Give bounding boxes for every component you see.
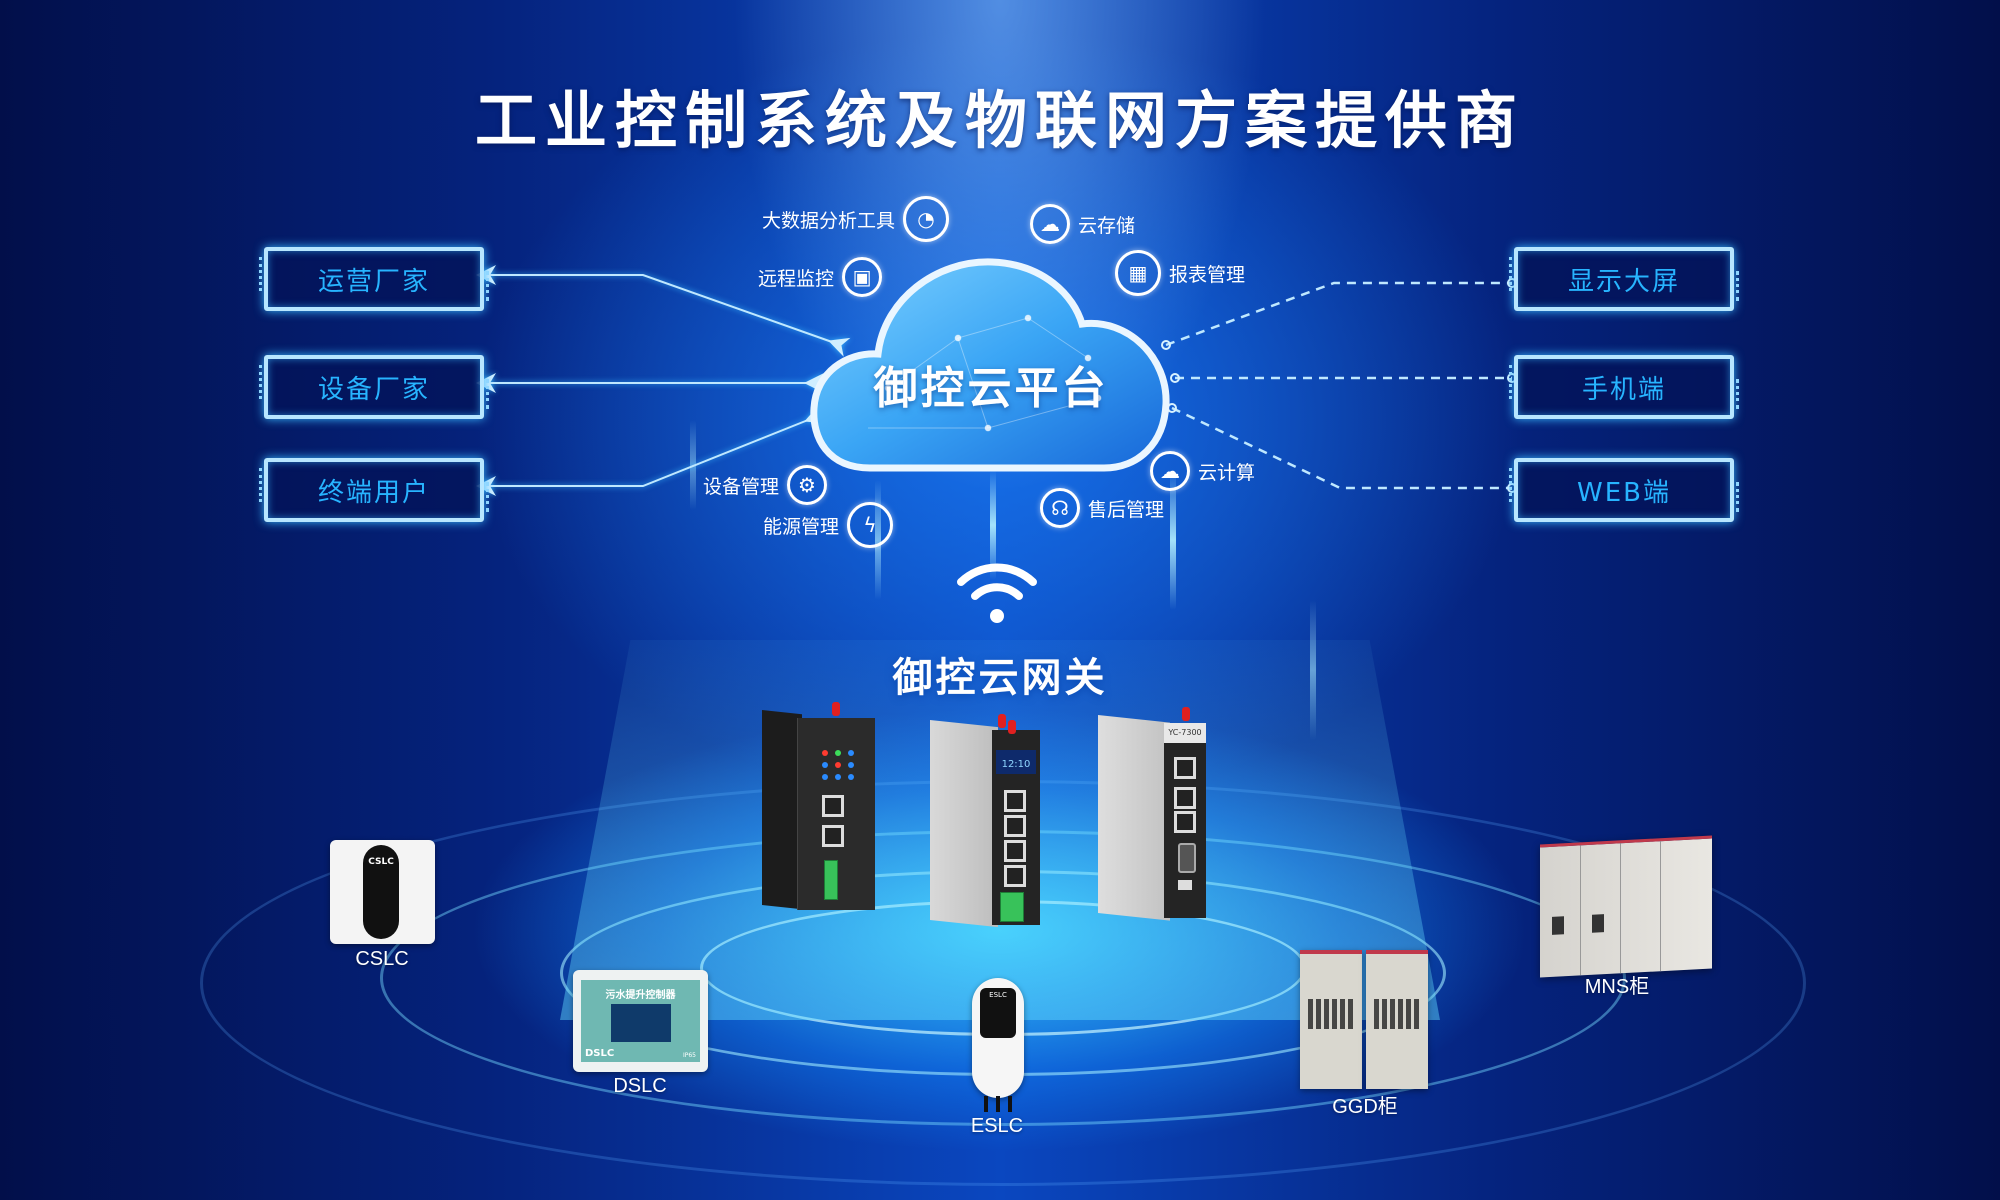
feature-label: 云存储: [1078, 214, 1136, 237]
feature-label: 大数据分析工具: [762, 209, 896, 232]
gateway-title: 御控云网关: [892, 655, 1108, 701]
cloud-upload-icon: ☁: [1030, 204, 1070, 244]
monitor-icon: ▣: [842, 257, 883, 297]
feature-label: 报表管理: [1169, 263, 1246, 286]
display-clock: 12:10: [996, 750, 1036, 774]
device-label-dslc: DSLC: [613, 1075, 667, 1097]
feature-report-management: 报表管理 ▦: [1115, 250, 1245, 296]
device-screen-text: CSLC: [363, 845, 399, 939]
feature-cloud-computing: 云计算 ☁: [1150, 451, 1255, 491]
cloud-platform-icon[interactable]: [808, 248, 1174, 476]
node-web[interactable]: WEB端: [1509, 458, 1739, 522]
headset-support-icon: ☊: [1040, 488, 1080, 528]
device-screen-text: 污水提升控制器: [605, 990, 676, 1001]
feature-cloud-storage: 云存储 ☁: [1030, 204, 1135, 244]
device-screen-text: ESLC: [980, 988, 1016, 1038]
node-operator[interactable]: 运营厂家: [259, 247, 489, 311]
gateway-device-yc7300[interactable]: YC-7300: [1098, 707, 1208, 921]
node-label: 显示大屏: [1567, 266, 1680, 297]
node-label: 终端用户: [317, 477, 430, 508]
feature-label: 设备管理: [703, 475, 780, 498]
device-label-mns: MNS柜: [1584, 976, 1650, 998]
light-streak: [1170, 470, 1176, 610]
feature-big-data: 大数据分析工具 ◔: [762, 196, 950, 242]
node-label: 设备厂家: [317, 374, 430, 405]
node-label: 运营厂家: [317, 266, 430, 297]
feature-after-sales: 售后管理 ☊: [1040, 488, 1164, 528]
feature-energy-management: 能源管理 ϟ: [763, 502, 894, 548]
feature-label: 售后管理: [1088, 498, 1165, 521]
platform-title: 御控云平台: [873, 363, 1109, 414]
device-rating: IP65: [682, 1052, 696, 1059]
light-streak: [1310, 600, 1316, 740]
device-label-eslc: ESLC: [970, 1115, 1024, 1137]
node-end-user[interactable]: 终端用户: [259, 458, 489, 522]
device-eslc[interactable]: ESLC: [972, 978, 1024, 1112]
device-cslc[interactable]: CSLC: [330, 840, 435, 944]
feature-label: 云计算: [1198, 461, 1256, 484]
feature-label: 远程监控: [758, 267, 835, 290]
device-brand: DSLC: [585, 1048, 615, 1059]
light-streak: [990, 470, 996, 580]
gateway-device-display[interactable]: 12:10: [930, 714, 1042, 928]
node-mobile[interactable]: 手机端: [1509, 355, 1739, 419]
device-label-cslc: CSLC: [355, 948, 409, 970]
device-dslc[interactable]: 污水提升控制器 DSLC IP65: [573, 970, 708, 1072]
node-big-screen[interactable]: 显示大屏: [1509, 247, 1739, 311]
feature-device-management: 设备管理 ⚙: [703, 465, 828, 505]
page-title: 工业控制系统及物联网方案提供商: [474, 84, 1525, 157]
energy-bolt-icon: ϟ: [847, 502, 894, 548]
feature-remote-monitoring: 远程监控 ▣: [758, 257, 883, 297]
cloud-network-icon: ☁: [1150, 451, 1190, 491]
device-ggd-cabinet[interactable]: [1300, 950, 1428, 1089]
gateway-device-black[interactable]: [762, 702, 875, 910]
feature-label: 能源管理: [763, 515, 840, 538]
node-equipment-maker[interactable]: 设备厂家: [259, 355, 489, 419]
chart-analytics-icon: ◔: [903, 196, 950, 242]
wifi-icon: [957, 563, 1037, 623]
node-label: 手机端: [1581, 374, 1666, 405]
gear-icon: ⚙: [787, 465, 828, 505]
device-mns-cabinet[interactable]: [1540, 835, 1712, 978]
device-model-label: YC-7300: [1164, 723, 1206, 743]
report-chart-icon: ▦: [1115, 250, 1161, 296]
node-label: WEB端: [1577, 477, 1671, 508]
device-label-ggd: GGD柜: [1332, 1096, 1398, 1118]
